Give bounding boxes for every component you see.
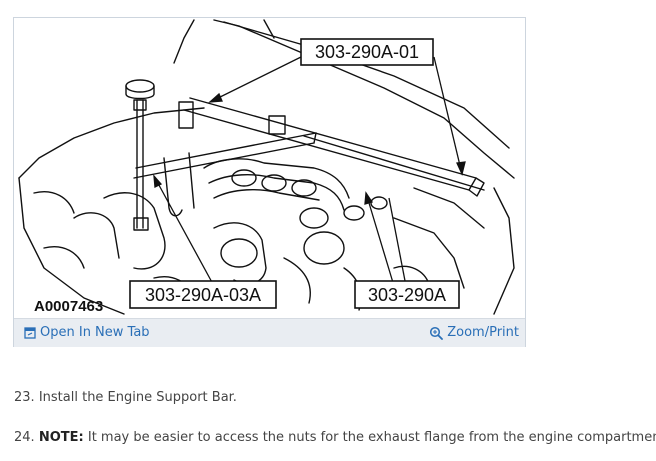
step-text: It may be easier to access the nuts for … (87, 430, 656, 445)
callout-bottom-right-label: 303-290A (368, 285, 446, 305)
step-number: 23. (14, 390, 35, 405)
step-number: 24. (14, 430, 35, 445)
callout-top-label: 303-290A-01 (315, 42, 419, 62)
diagram-illustration: 303-290A-01 303-290A-03A 303-290A A00074… (18, 19, 515, 315)
engine-support-bar-diagram: 303-290A-01 303-290A-03A 303-290A A00074… (14, 18, 525, 318)
figure-toolbar: Open In New Tab Zoom/Print (14, 318, 525, 347)
figure-panel: 303-290A-01 303-290A-03A 303-290A A00074… (13, 17, 526, 347)
zoom-print-label: Zoom/Print (447, 325, 519, 340)
step-text: Install the Engine Support Bar. (38, 390, 237, 405)
zoom-print-link[interactable]: Zoom/Print (429, 325, 519, 340)
figure-id-label: A0007463 (34, 298, 103, 315)
note-label: NOTE: (38, 430, 84, 445)
open-in-new-tab-label: Open In New Tab (40, 325, 150, 340)
callout-box-bottom-right (354, 280, 460, 309)
step-24: 24. NOTE: It may be easier to access the… (14, 430, 656, 445)
zoom-icon (429, 326, 444, 340)
open-new-tab-icon (24, 326, 36, 339)
step-23: 23. Install the Engine Support Bar. (14, 390, 237, 405)
callout-box-top (300, 38, 434, 66)
open-in-new-tab-link[interactable]: Open In New Tab (24, 325, 150, 340)
callout-bottom-left-label: 303-290A-03A (145, 285, 261, 305)
callout-box-bottom-left (129, 280, 277, 309)
